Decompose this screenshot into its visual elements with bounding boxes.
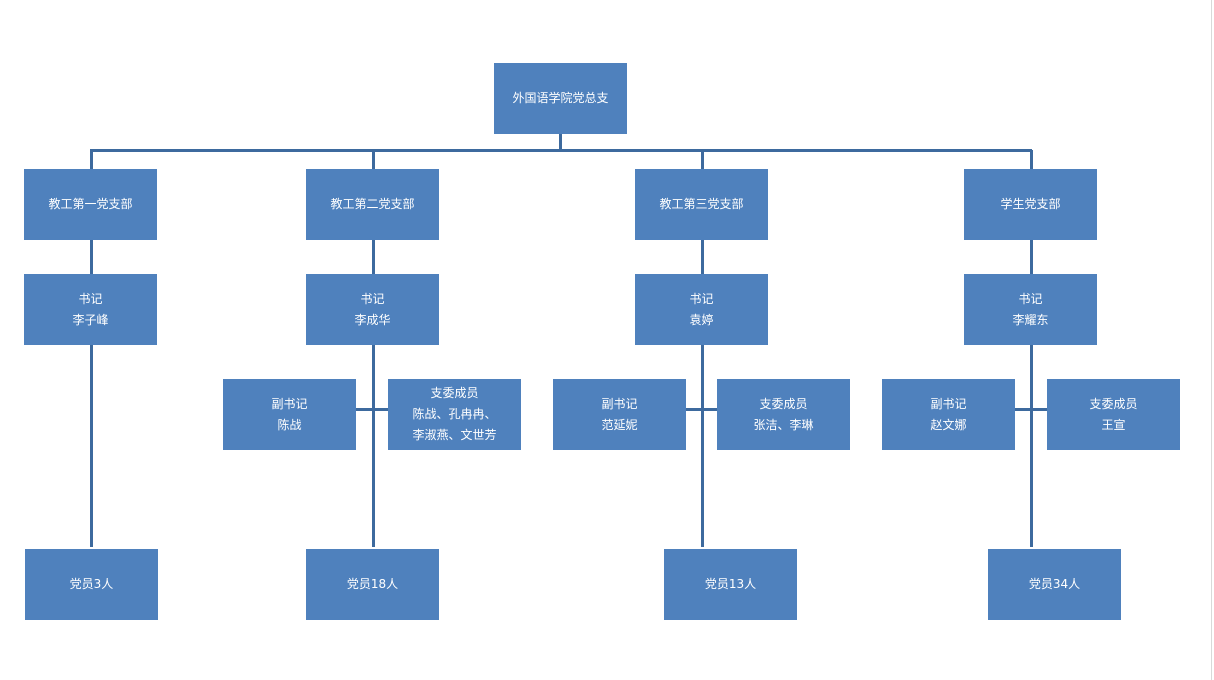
secretary-box-1-text: 李子峰 [72,312,109,327]
deputy-secretary-box-3: 副书记范延妮 [553,379,686,450]
connector-drop-4 [1030,150,1033,169]
secretary-box-1: 书记李子峰 [24,274,157,345]
deputy-secretary-box-2-text: 陈战 [277,417,302,432]
committee-box-4-text: 王宣 [1101,417,1126,432]
deputy-secretary-box-2-text: 副书记 [271,396,308,411]
members-box-4: 党员34人 [988,549,1121,620]
secretary-box-4-text: 书记 [1018,291,1043,306]
committee-box-4: 支委成员王宣 [1047,379,1180,450]
root-box-text: 外国语学院党总支 [512,91,609,105]
deputy-secretary-box-2: 副书记陈战 [223,379,356,450]
secretary-box-2-text: 书记 [360,291,385,306]
root-box: 外国语学院党总支 [494,63,627,134]
branch-box-3-text: 教工第三党支部 [659,197,744,211]
secretary-box-4: 书记李耀东 [964,274,1097,345]
committee-box-3-text: 张洁、李琳 [753,417,814,432]
members-box-3: 党员13人 [664,549,797,620]
branch-box-2-text: 教工第二党支部 [330,197,415,211]
members-box-1: 党员3人 [25,549,158,620]
committee-box-3: 支委成员张洁、李琳 [717,379,850,450]
deputy-secretary-box-3-text: 范延妮 [601,417,638,432]
connector-trunk-4 [1030,345,1033,547]
committee-box-2: 支委成员陈战、孔冉冉、李淑燕、文世芳 [388,379,521,450]
connector-trunk-3 [701,345,704,547]
connector-branch-secretary-1 [90,240,93,274]
deputy-secretary-box-4-text: 副书记 [930,396,967,411]
connector-side-3 [686,408,717,411]
committee-box-2-text: 陈战、孔冉冉、 [412,407,497,421]
committee-box-4-text: 支委成员 [1089,396,1138,411]
members-box-1-text: 党员3人 [69,577,114,591]
connector-drop-1 [90,150,93,169]
deputy-secretary-box-4: 副书记赵文娜 [882,379,1015,450]
deputy-secretary-box-4-text: 赵文娜 [930,417,967,432]
committee-box-2-text: 李淑燕、文世芳 [412,428,497,442]
branch-box-1-text: 教工第一党支部 [48,197,133,211]
secretary-box-4-text: 李耀东 [1012,312,1049,327]
deputy-secretary-box-3-text: 副书记 [601,396,638,411]
connector-bus [90,149,1032,152]
connector-branch-secretary-2 [372,240,375,274]
secretary-box-3: 书记袁婷 [635,274,768,345]
members-box-2-text: 党员18人 [346,577,399,591]
connector-trunk-2 [372,345,375,547]
secretary-box-2-text: 李成华 [354,312,391,327]
page-edge-divider [1211,0,1212,680]
secretary-box-3-text: 书记 [689,291,714,306]
branch-box-4-text: 学生党支部 [1000,197,1061,211]
branch-box-2: 教工第二党支部 [306,169,439,240]
branch-box-4: 学生党支部 [964,169,1097,240]
branch-box-1: 教工第一党支部 [24,169,157,240]
committee-box-2-text: 支委成员 [430,386,479,400]
members-box-2: 党员18人 [306,549,439,620]
connector-trunk-1 [90,345,93,547]
secretary-box-2: 书记李成华 [306,274,439,345]
connector-drop-2 [372,150,375,169]
secretary-box-1-text: 书记 [78,291,103,306]
committee-box-3-text: 支委成员 [759,396,808,411]
members-box-4-text: 党员34人 [1028,577,1081,591]
branch-box-3: 教工第三党支部 [635,169,768,240]
connector-root-down [559,134,562,150]
members-box-3-text: 党员13人 [704,577,757,591]
connector-drop-3 [701,150,704,169]
connector-branch-secretary-3 [701,240,704,274]
connector-side-4 [1015,408,1047,411]
connector-branch-secretary-4 [1030,240,1033,274]
connector-side-2 [356,408,388,411]
secretary-box-3-text: 袁婷 [689,312,714,327]
